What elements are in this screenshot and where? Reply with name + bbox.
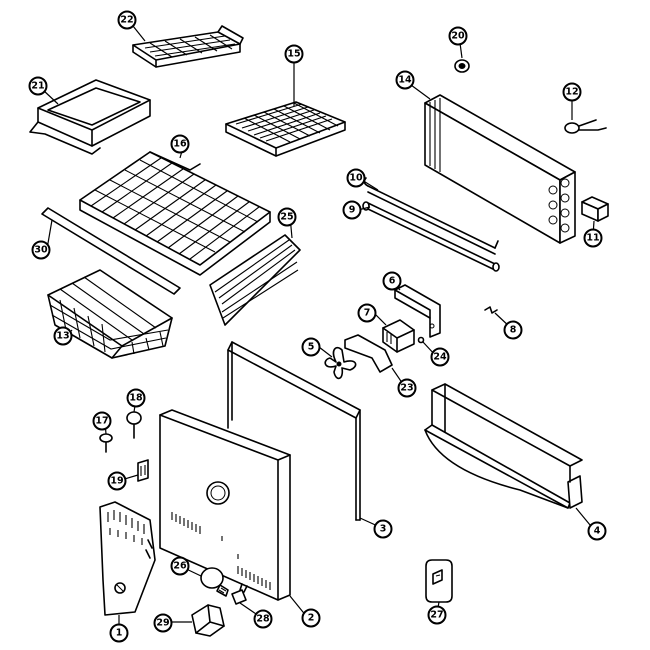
part-9-heater-rod: [362, 201, 500, 272]
part-16-wire-shelf: [79, 151, 271, 276]
callout-25: 25: [277, 207, 297, 227]
part-19-small-clip: [137, 459, 149, 482]
callout-1: 1: [109, 623, 129, 643]
callout-16-label: 16: [173, 139, 187, 150]
part-15-grid-tray: [225, 101, 346, 157]
callout-17: 17: [92, 411, 112, 431]
part-8-clip: [484, 306, 498, 314]
callout-1-label: 1: [116, 628, 123, 639]
part-21-shallow-bin: [29, 79, 151, 155]
callout-28-label: 28: [256, 614, 270, 625]
callout-3-label: 3: [380, 524, 387, 535]
part-30-trim-strip: [41, 207, 181, 295]
part-24-washer: [417, 336, 425, 344]
callout-22-label: 22: [120, 15, 133, 26]
part-4-drain-trough: [424, 383, 583, 509]
callout-2-label: 2: [308, 613, 315, 624]
callout-9: 9: [342, 200, 362, 220]
callout-29: 29: [153, 613, 173, 633]
part-14-evaporator: [424, 94, 576, 244]
callout-3: 3: [373, 519, 393, 539]
callout-22: 22: [117, 10, 137, 30]
part-23-motor-bracket: [344, 334, 393, 373]
part-17-screw: [99, 433, 113, 453]
callout-18: 18: [126, 388, 146, 408]
callout-27-label: 27: [430, 610, 443, 621]
callout-10: 10: [346, 168, 366, 188]
callout-12-label: 12: [565, 87, 578, 98]
part-11-block: [581, 196, 609, 222]
callout-26: 26: [170, 556, 190, 576]
callout-5-label: 5: [308, 342, 315, 353]
callout-2: 2: [301, 608, 321, 628]
callout-11: 11: [583, 228, 603, 248]
callout-30-label: 30: [34, 245, 48, 256]
callout-23: 23: [397, 378, 417, 398]
callout-30: 30: [31, 240, 51, 260]
part-27-switch: [425, 559, 453, 603]
part-18-knob: [126, 411, 142, 439]
callout-24-label: 24: [433, 352, 447, 363]
part-22-slotted-tray: [132, 25, 244, 68]
part-25-ribbed-cover: [209, 234, 301, 326]
part-13-wire-basket: [47, 269, 173, 359]
callout-24: 24: [430, 347, 450, 367]
callout-8: 8: [503, 320, 523, 340]
callout-6: 6: [382, 271, 402, 291]
callout-13-label: 13: [56, 331, 69, 342]
callout-14-label: 14: [398, 75, 412, 86]
part-5-fan-blade: [324, 346, 357, 380]
part-2-rear-panel: [159, 409, 291, 601]
callout-27: 27: [427, 605, 447, 625]
callout-15: 15: [284, 44, 304, 64]
callout-18-label: 18: [129, 393, 143, 404]
part-12-defrost-thermostat: [564, 119, 607, 134]
callout-9-label: 9: [349, 205, 356, 216]
callout-5: 5: [301, 337, 321, 357]
part-26-light-bulb: [200, 567, 229, 597]
part-29-light-shield: [191, 604, 225, 637]
callout-20-label: 20: [451, 31, 465, 42]
callout-7: 7: [357, 303, 377, 323]
callout-21: 21: [28, 76, 48, 96]
callout-25-label: 25: [280, 212, 293, 223]
callout-19: 19: [107, 471, 127, 491]
callout-29-label: 29: [156, 618, 169, 629]
callout-14: 14: [395, 70, 415, 90]
part-3-gasket: [227, 341, 361, 521]
callout-10-label: 10: [349, 173, 363, 184]
callout-19-label: 19: [110, 476, 123, 487]
part-28-socket: [231, 583, 248, 605]
callout-21-label: 21: [31, 81, 44, 92]
part-7-fan-motor: [382, 319, 415, 353]
callout-15-label: 15: [287, 49, 300, 60]
callout-6-label: 6: [389, 276, 396, 287]
callout-28: 28: [253, 609, 273, 629]
callout-16: 16: [170, 134, 190, 154]
callout-23-label: 23: [400, 383, 413, 394]
part-10-heater-rod: [363, 177, 499, 255]
part-1-light-housing: [99, 501, 156, 616]
callout-11-label: 11: [586, 233, 599, 244]
callout-17-label: 17: [95, 416, 108, 427]
callout-12: 12: [562, 82, 582, 102]
callout-4: 4: [587, 521, 607, 541]
callout-4-label: 4: [594, 526, 601, 537]
callout-20: 20: [448, 26, 468, 46]
callout-8-label: 8: [510, 325, 517, 336]
callout-7-label: 7: [364, 308, 371, 319]
part-20-small-knob: [454, 59, 470, 73]
callout-26-label: 26: [173, 561, 187, 572]
callout-13: 13: [53, 326, 73, 346]
